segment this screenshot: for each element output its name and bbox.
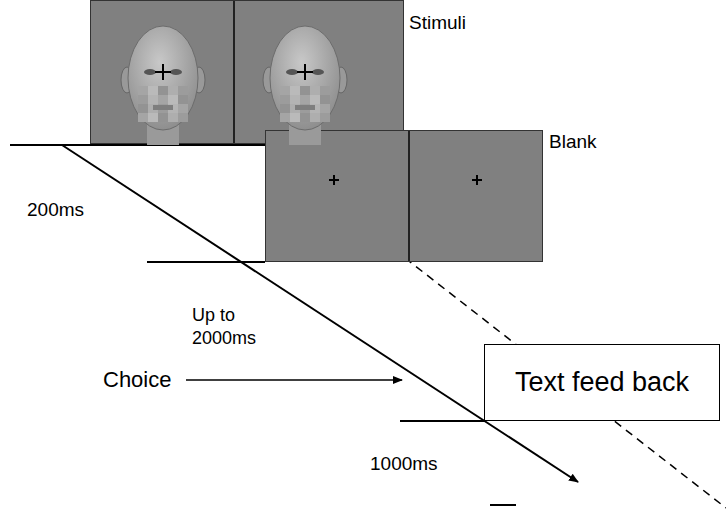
timing-label: 200ms (27, 198, 117, 223)
screen-heading: Blank (549, 131, 597, 153)
timing-label: 1000ms (370, 452, 460, 477)
timing-label: Choice (103, 366, 193, 395)
feedback-box: Text feed back (484, 344, 720, 421)
screen-divider (233, 1, 235, 143)
feedback-text: Text feed back (515, 367, 689, 398)
screen-divider (408, 131, 410, 261)
timing-label: Up to 2000ms (192, 304, 280, 351)
stimulus-screen: Blank (265, 130, 543, 262)
screen-heading: Stimuli (409, 12, 466, 34)
